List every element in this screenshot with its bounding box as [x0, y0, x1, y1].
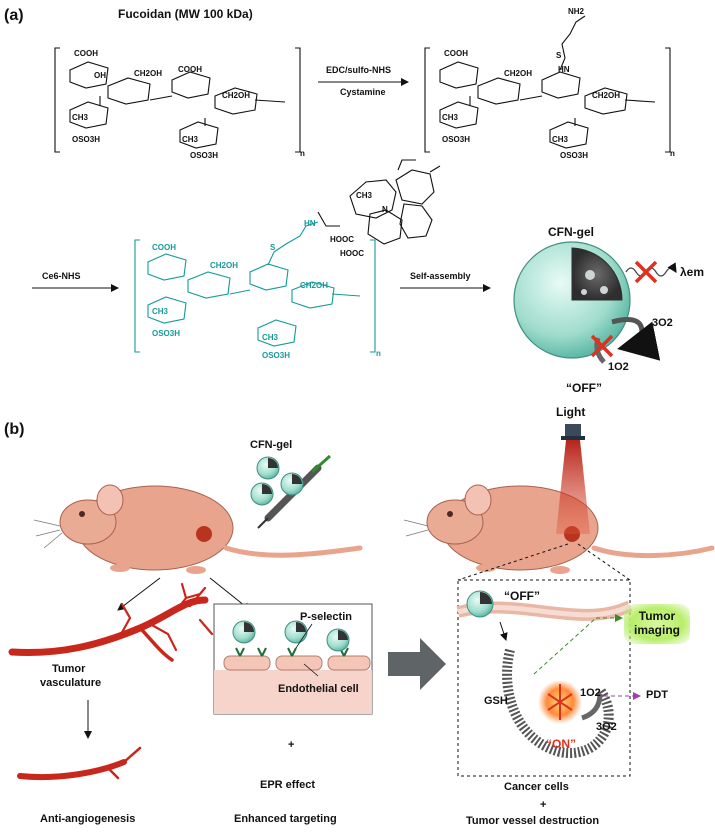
- chem-ch2oh-1: CH2OH: [134, 69, 163, 78]
- tumor-vasculature: [8, 582, 214, 662]
- tumor-zoom-box: [456, 543, 641, 777]
- chem-n-2: n: [670, 149, 675, 158]
- singlet-o2-a: 1O2: [608, 361, 629, 373]
- fucoidan-structure: [54, 47, 301, 153]
- light-source: [556, 424, 590, 534]
- fucoidan-amine-structure: [424, 15, 671, 153]
- chem-ch3-4: CH3: [552, 135, 569, 144]
- tumor-imaging-line2: imaging: [634, 622, 681, 637]
- panel-b-label: (b): [4, 421, 25, 438]
- chem-oso3h-4: OSO3H: [560, 151, 589, 160]
- gsh-label: GSH: [484, 695, 508, 707]
- endothelial-label: Endothelial cell: [278, 683, 359, 695]
- chem-hooc-2: HOOC: [340, 249, 364, 258]
- chem-oso3h-teal-1: OSO3H: [152, 329, 181, 338]
- vessel-destruction-label: Tumor vessel destruction: [466, 815, 600, 827]
- chem-nh2: NH2: [568, 7, 585, 16]
- cfn-gel-label-b: CFN-gel: [250, 439, 293, 451]
- chem-ch3-teal-1: CH3: [152, 307, 169, 316]
- chem-oso3h-3: OSO3H: [442, 135, 471, 144]
- triplet-o2-a: 3O2: [652, 317, 673, 329]
- tumor-imaging-line1: Tumor: [638, 609, 676, 623]
- big-arrow: [388, 638, 446, 690]
- chem-oso3h-2: OSO3H: [190, 151, 219, 160]
- light-label: Light: [556, 405, 586, 419]
- on-label: “ON”: [546, 737, 576, 751]
- chem-cooh-3: COOH: [444, 49, 468, 58]
- panel-a-label: (a): [4, 7, 24, 24]
- tumor-imaging-badge: Tumor imaging: [624, 604, 691, 644]
- chem-ch2oh-3: CH2OH: [504, 69, 533, 78]
- cfn-gel-particles-b: [250, 456, 304, 506]
- chem-ch3-2: CH3: [182, 135, 199, 144]
- vasculature-label: vasculature: [40, 677, 102, 689]
- chem-hn-1: HN: [558, 65, 570, 74]
- chem-n-teal: n: [376, 349, 381, 358]
- chem-ch2oh-2: CH2OH: [222, 91, 251, 100]
- plus-1: +: [288, 739, 295, 751]
- fucoidan-title: Fucoidan (MW 100 kDa): [118, 7, 253, 21]
- arrow-to-vasculature: [117, 577, 161, 611]
- chem-hn-teal: HN: [304, 219, 316, 228]
- chem-n-1: n: [300, 149, 305, 158]
- p-selectin-label: P-selectin: [300, 611, 352, 623]
- cfn-gel-label-a: CFN-gel: [548, 225, 594, 239]
- chem-oso3h-1: OSO3H: [72, 135, 101, 144]
- cancer-cells-label: Cancer cells: [504, 781, 569, 793]
- chem-cooh-teal: COOH: [152, 243, 176, 252]
- reagent-cystamine: Cystamine: [340, 87, 386, 97]
- regressed-vasculature: [17, 746, 142, 781]
- tumor-label: Tumor: [52, 663, 86, 675]
- chem-ch2oh-teal-1: CH2OH: [210, 261, 239, 270]
- reagent-edc: EDC/sulfo-NHS: [326, 65, 391, 75]
- triplet-o2-b: 3O2: [596, 721, 617, 733]
- chem-ch3-teal-2: CH3: [262, 333, 279, 342]
- pdt-label: PDT: [646, 689, 668, 701]
- off-label-a: “OFF”: [566, 381, 602, 395]
- chem-ch2oh-4: CH2OH: [592, 91, 621, 100]
- chem-cooh-1: COOH: [74, 49, 98, 58]
- chem-ch2oh-teal-2: CH2OH: [300, 281, 329, 290]
- cfn-gel-nanoparticle: [513, 241, 677, 364]
- chem-s-teal: S: [270, 243, 276, 252]
- chem-ch3-1: CH3: [72, 113, 89, 122]
- ce6-nhs-label: Ce6-NHS: [42, 271, 81, 281]
- chem-oh-1: OH: [94, 71, 106, 80]
- anti-angiogenesis-label: Anti-angiogenesis: [40, 813, 136, 825]
- ce6-fucoidan-structure: [134, 221, 376, 353]
- chem-hooc-1: HOOC: [330, 235, 354, 244]
- chem-oso3h-teal-2: OSO3H: [262, 351, 291, 360]
- self-assembly-label: Self-assembly: [410, 271, 471, 281]
- lambda-em: λem: [680, 265, 705, 279]
- chem-n-ring: N: [382, 205, 388, 214]
- endothelium-box: [213, 603, 373, 715]
- enhanced-targeting-label: Enhanced targeting: [234, 813, 337, 825]
- epr-label: EPR effect: [260, 779, 316, 791]
- chem-s-1: S: [556, 51, 562, 60]
- chlorin-e6-ring: [317, 159, 441, 245]
- left-mouse: [33, 484, 363, 574]
- chem-ch3-3: CH3: [442, 113, 459, 122]
- off-label-b: “OFF”: [504, 589, 540, 603]
- chem-cooh-2: COOH: [178, 65, 202, 74]
- plus-2: +: [540, 799, 547, 811]
- chem-ch3-ring: CH3: [356, 191, 373, 200]
- singlet-o2-b: 1O2: [580, 687, 601, 699]
